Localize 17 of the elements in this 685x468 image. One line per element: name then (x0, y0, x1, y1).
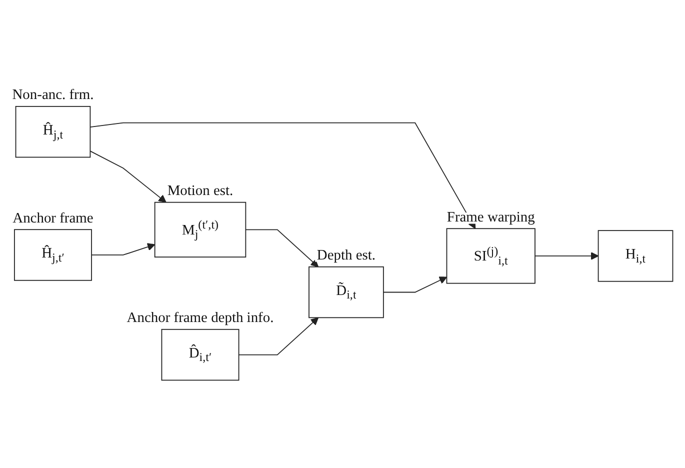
step-caption: Anchor frame (12, 210, 94, 227)
node-box: H$_{i,t}$ (598, 230, 674, 282)
arrow (90, 122, 476, 230)
node-box: Ĥ$_{j,t′}$ (14, 229, 92, 282)
node-box: Ĥ$_{j,t}$ (15, 106, 91, 158)
step-caption: Non-anc. frm. (12, 87, 94, 104)
arrow (245, 230, 319, 268)
node-box: D̃$_{i,t}$ (308, 266, 384, 318)
arrow (534, 252, 599, 260)
step-caption: Depth est. (316, 248, 376, 264)
step-caption: Anchor frame depth info. (126, 310, 274, 326)
arrow (91, 243, 156, 256)
arrow (382, 276, 448, 293)
arrow (90, 150, 166, 203)
arrow (238, 318, 319, 356)
step-caption: Motion est. (167, 183, 234, 200)
node-box: D̂$_{i,t′}$ (161, 329, 240, 381)
